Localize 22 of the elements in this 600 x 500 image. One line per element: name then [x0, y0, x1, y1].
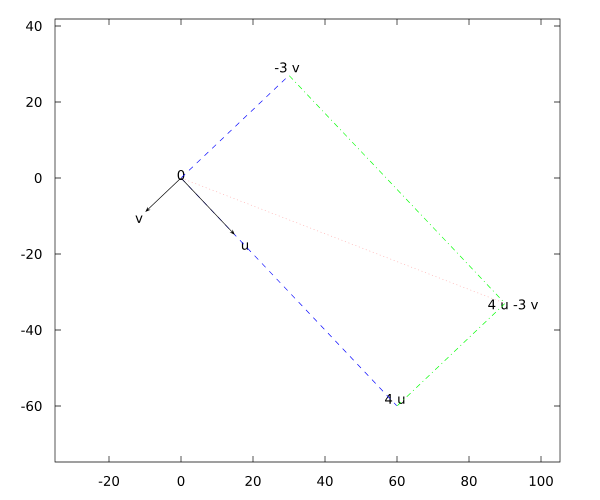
point-label: u	[242, 242, 248, 250]
line	[180, 178, 506, 304]
tick-label: 20	[26, 96, 42, 108]
tick-label: 60	[389, 476, 405, 486]
point-label: 4 u	[385, 394, 404, 404]
tick-label: 40	[317, 476, 333, 486]
tick-label: 40	[26, 20, 42, 32]
point-label: 4 u -3 v	[488, 299, 538, 310]
tick-label: 0	[34, 172, 42, 184]
tick-label: -20	[21, 248, 42, 260]
tick-label: 100	[530, 476, 553, 486]
point-label: -3 v	[274, 62, 300, 72]
tick-label: 80	[461, 476, 477, 486]
tick-label: -20	[98, 476, 120, 486]
line	[396, 303, 506, 406]
line	[288, 75, 506, 304]
tick-label: -60	[21, 400, 42, 412]
point-label: 0	[178, 170, 184, 180]
tick-label: 20	[246, 476, 261, 486]
tick-label: -40	[21, 324, 42, 336]
point-label: v	[135, 216, 143, 223]
tick-label: 0	[178, 476, 184, 486]
